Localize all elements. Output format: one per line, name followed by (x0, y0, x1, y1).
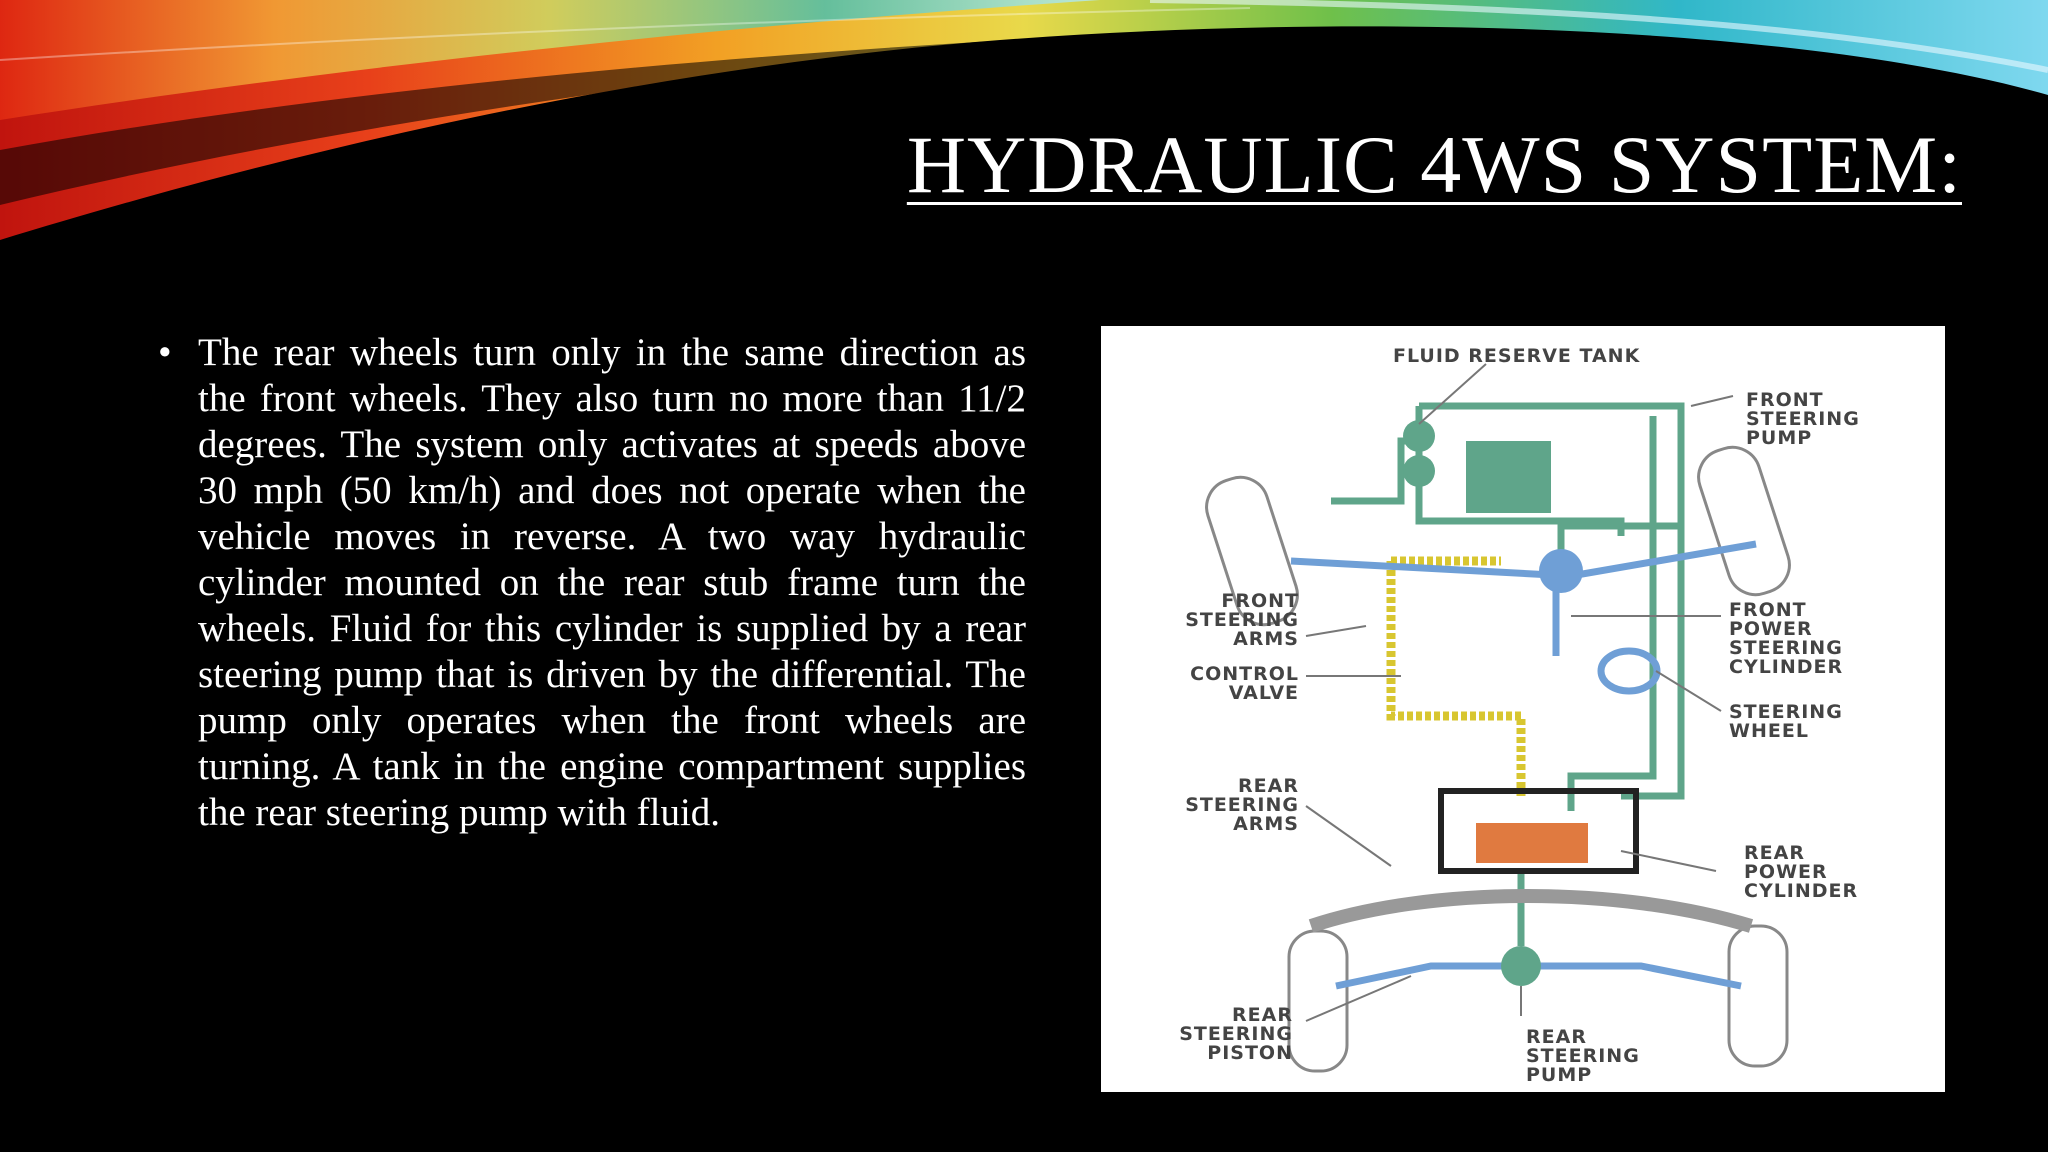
decorative-swoosh (0, 0, 2048, 240)
steering-wheel-icon (1597, 647, 1661, 695)
diagram-drawing: FLUID RESERVE TANK FRONT STEERING PUMP F… (1179, 345, 1860, 1086)
label-front-steering-pump-3: PUMP (1746, 427, 1812, 449)
front-left-wheel (1205, 475, 1299, 627)
fluid-reserve-tank-icon (1403, 420, 1435, 452)
label-rear-power-cylinder-3: CYLINDER (1744, 880, 1858, 902)
front-right-wheel (1697, 445, 1791, 597)
rear-right-wheel (1727, 924, 1789, 1068)
label-front-power-steering-cylinder-1: FRONT (1729, 599, 1807, 621)
label-front-steering-pump-2: STEERING (1746, 408, 1860, 430)
rear-left-wheel (1287, 929, 1349, 1073)
rear-frame (1308, 889, 1754, 933)
body-text: • The rear wheels turn only in the same … (158, 330, 1026, 836)
rear-power-cylinder-icon (1476, 823, 1588, 863)
label-steering-wheel-1: STEERING (1729, 701, 1843, 723)
label-rear-steering-piston-1: REAR (1232, 1004, 1293, 1026)
label-rear-steering-piston-3: PISTON (1207, 1042, 1293, 1064)
label-front-steering-arms-2: STEERING (1185, 609, 1299, 631)
rear-steering-pump-icon (1501, 946, 1541, 986)
label-rear-power-cylinder-2: POWER (1744, 861, 1828, 883)
engine-block (1466, 441, 1551, 513)
front-steering-linkage (1290, 540, 1757, 656)
slide-title: HYDRAULIC 4WS SYSTEM: (906, 119, 1962, 210)
front-steering-pump-icon (1403, 455, 1435, 487)
hydraulic-4ws-diagram: FLUID RESERVE TANK FRONT STEERING PUMP F… (1101, 326, 1945, 1092)
label-steering-wheel-2: WHEEL (1729, 720, 1809, 742)
bullet-paragraph: The rear wheels turn only in the same di… (198, 331, 1026, 834)
label-rear-steering-piston-2: STEERING (1179, 1023, 1293, 1045)
label-fluid-reserve-tank: FLUID RESERVE TANK (1393, 345, 1641, 367)
label-front-steering-arms-3: ARMS (1233, 628, 1299, 650)
bullet-glyph: • (158, 331, 172, 374)
control-valve-icon (1539, 549, 1583, 593)
label-rear-steering-arms-1: REAR (1238, 775, 1299, 797)
label-rear-power-cylinder-1: REAR (1744, 842, 1805, 864)
label-front-power-steering-cylinder-2: POWER (1729, 618, 1813, 640)
label-front-steering-pump-1: FRONT (1746, 389, 1824, 411)
label-front-power-steering-cylinder-4: CYLINDER (1729, 656, 1843, 678)
label-control-valve-1: CONTROL (1190, 663, 1299, 685)
label-rear-steering-arms-3: ARMS (1233, 813, 1299, 835)
label-rear-steering-pump-2: STEERING (1526, 1045, 1640, 1067)
leader-lines (1305, 363, 1734, 1022)
label-rear-steering-pump-1: REAR (1526, 1026, 1587, 1048)
label-rear-steering-pump-3: PUMP (1526, 1064, 1592, 1086)
bullet-item: • The rear wheels turn only in the same … (158, 330, 1026, 836)
label-front-steering-arms-1: FRONT (1221, 590, 1299, 612)
label-rear-steering-arms-2: STEERING (1185, 794, 1299, 816)
pressure-lines (1386, 556, 1526, 796)
rear-cylinder-housing (1438, 788, 1639, 874)
label-control-valve-2: VALVE (1229, 682, 1299, 704)
label-front-power-steering-cylinder-3: STEERING (1729, 637, 1843, 659)
